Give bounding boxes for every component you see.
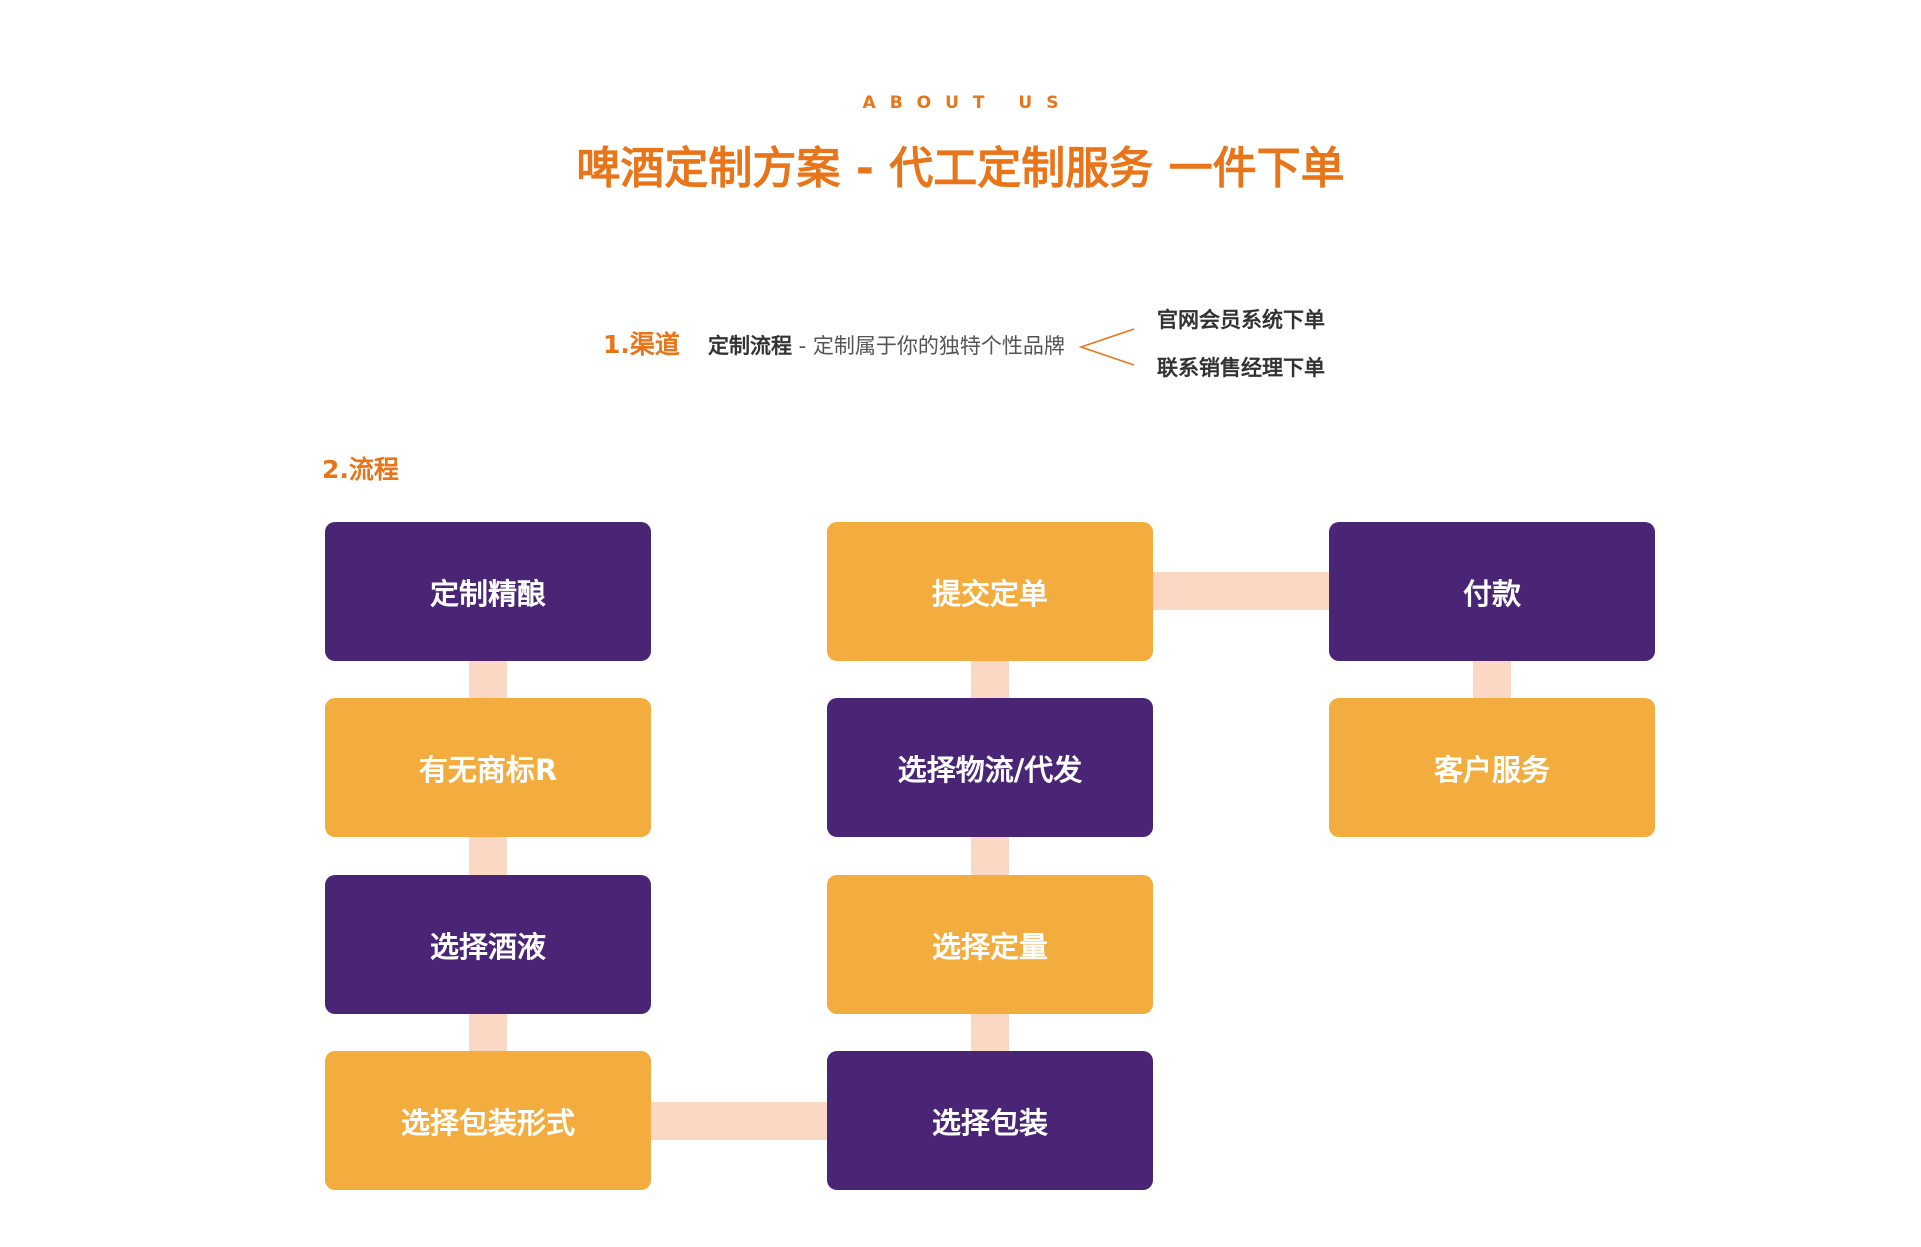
step-customer-service: 客户服务 (1329, 698, 1655, 837)
connector-column-2 (971, 590, 1009, 1120)
step-custom-brew: 定制精酿 (325, 522, 651, 661)
channel-description-rest: - 定制属于你的独特个性品牌 (792, 334, 1065, 358)
eyebrow-label: ABOUT US (862, 93, 1073, 113)
connector-column-1 (469, 590, 507, 1120)
step-logistics: 选择物流/代发 (827, 698, 1153, 837)
channel-option-website: 官网会员系统下单 (1157, 308, 1325, 332)
channel-section-label: 1.渠道 (603, 330, 680, 359)
channel-description: 定制流程 - 定制属于你的独特个性品牌 (708, 332, 1065, 360)
channel-description-strong: 定制流程 (708, 334, 792, 358)
page-title: 啤酒定制方案 - 代工定制服务 一件下单 (576, 143, 1345, 194)
step-payment: 付款 (1329, 522, 1655, 661)
step-trademark: 有无商标R (325, 698, 651, 837)
step-choose-beer: 选择酒液 (325, 875, 651, 1014)
step-choose-quantity: 选择定量 (827, 875, 1153, 1014)
step-choose-packaging: 选择包装 (827, 1051, 1153, 1190)
process-section-label: 2.流程 (322, 455, 399, 484)
channel-option-sales: 联系销售经理下单 (1157, 356, 1325, 380)
bracket-icon (1078, 328, 1135, 366)
step-packaging-form: 选择包装形式 (325, 1051, 651, 1190)
step-submit-order: 提交定单 (827, 522, 1153, 661)
